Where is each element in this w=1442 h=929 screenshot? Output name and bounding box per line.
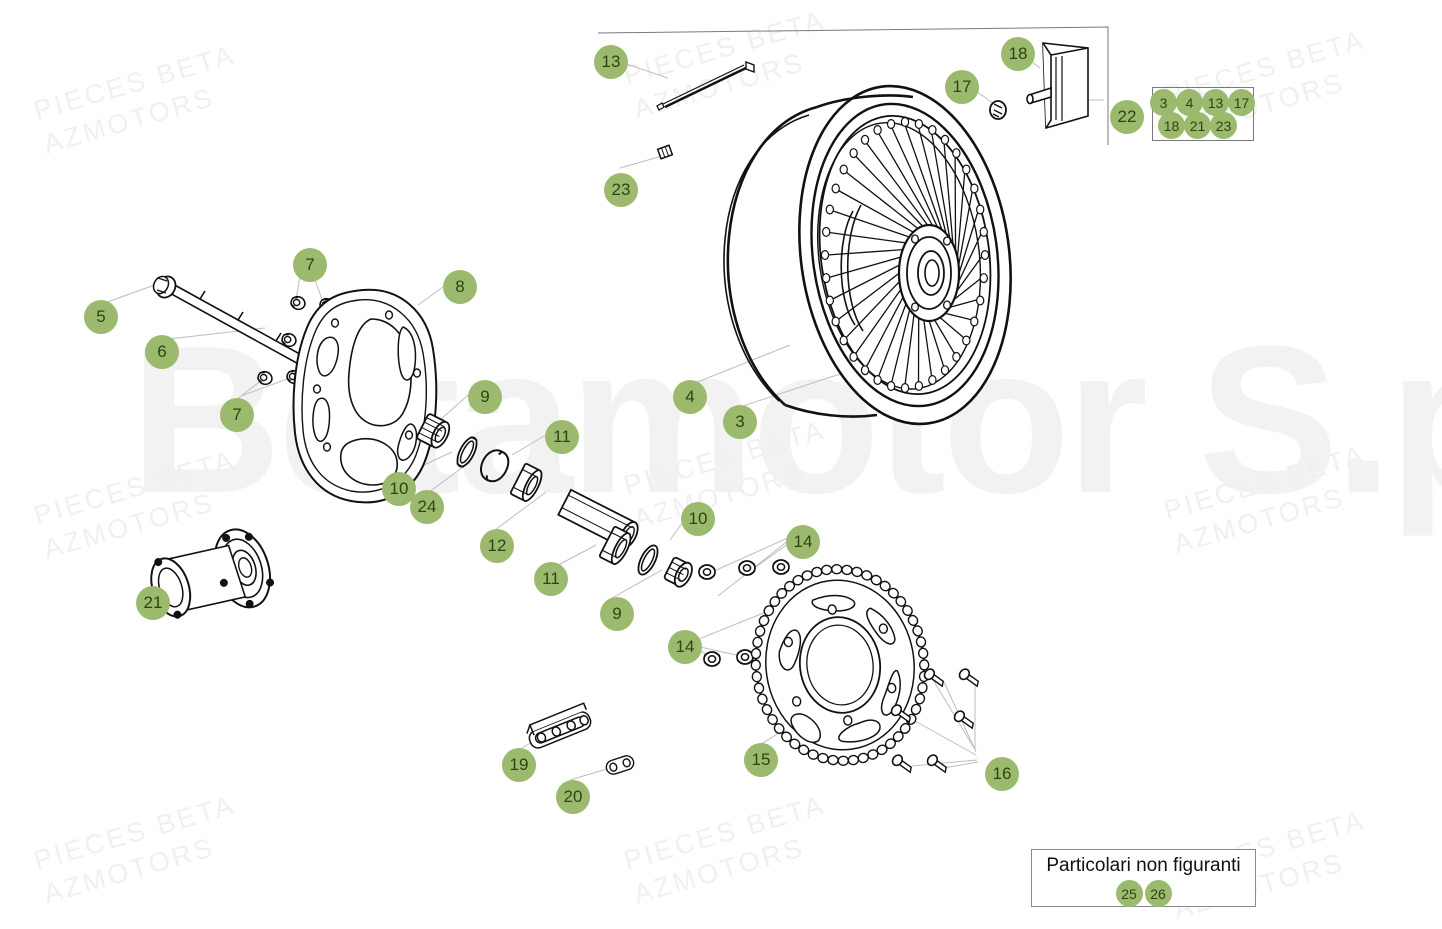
callout-21[interactable]: 21 bbox=[136, 586, 170, 620]
group-item-18[interactable]: 18 bbox=[1158, 112, 1185, 139]
group-item-21[interactable]: 21 bbox=[1184, 112, 1211, 139]
callout-10-right[interactable]: 10 bbox=[681, 502, 715, 536]
callout-23[interactable]: 23 bbox=[604, 173, 638, 207]
callout-14-upper[interactable]: 14 bbox=[786, 525, 820, 559]
group-22-box bbox=[1152, 87, 1254, 141]
legend-items: 25 26 bbox=[1032, 880, 1255, 907]
callout-19[interactable]: 19 bbox=[502, 748, 536, 782]
legend-box: Particolari non figuranti 25 26 bbox=[1031, 849, 1256, 907]
callout-3[interactable]: 3 bbox=[723, 405, 757, 439]
callout-18[interactable]: 18 bbox=[1001, 37, 1035, 71]
legend-item-26[interactable]: 26 bbox=[1144, 880, 1172, 907]
callout-20[interactable]: 20 bbox=[556, 780, 590, 814]
group-item-23[interactable]: 23 bbox=[1210, 112, 1237, 139]
group-item-17[interactable]: 17 bbox=[1228, 89, 1255, 116]
callout-14-lower[interactable]: 14 bbox=[668, 630, 702, 664]
callout-16[interactable]: 16 bbox=[985, 757, 1019, 791]
callout-13[interactable]: 13 bbox=[594, 45, 628, 79]
callout-9-right[interactable]: 9 bbox=[600, 597, 634, 631]
callout-6[interactable]: 6 bbox=[145, 335, 179, 369]
callout-24[interactable]: 24 bbox=[410, 490, 444, 524]
callout-11-right[interactable]: 11 bbox=[534, 562, 568, 596]
legend-item-25[interactable]: 25 bbox=[1115, 880, 1143, 907]
group-item-13[interactable]: 13 bbox=[1202, 89, 1229, 116]
callout-7-lower[interactable]: 7 bbox=[220, 398, 254, 432]
callout-7-upper[interactable]: 7 bbox=[293, 248, 327, 282]
callout-5[interactable]: 5 bbox=[84, 300, 118, 334]
callout-8[interactable]: 8 bbox=[443, 270, 477, 304]
group-item-4[interactable]: 4 bbox=[1176, 89, 1203, 116]
callout-9-left[interactable]: 9 bbox=[468, 380, 502, 414]
callout-17[interactable]: 17 bbox=[945, 70, 979, 104]
callout-15[interactable]: 15 bbox=[744, 743, 778, 777]
callout-11-left[interactable]: 11 bbox=[545, 420, 579, 454]
legend-title: Particolari non figuranti bbox=[1046, 855, 1241, 876]
callout-12[interactable]: 12 bbox=[480, 529, 514, 563]
group-item-3[interactable]: 3 bbox=[1150, 89, 1177, 116]
callout-22[interactable]: 22 bbox=[1110, 100, 1144, 134]
callout-4[interactable]: 4 bbox=[673, 380, 707, 414]
